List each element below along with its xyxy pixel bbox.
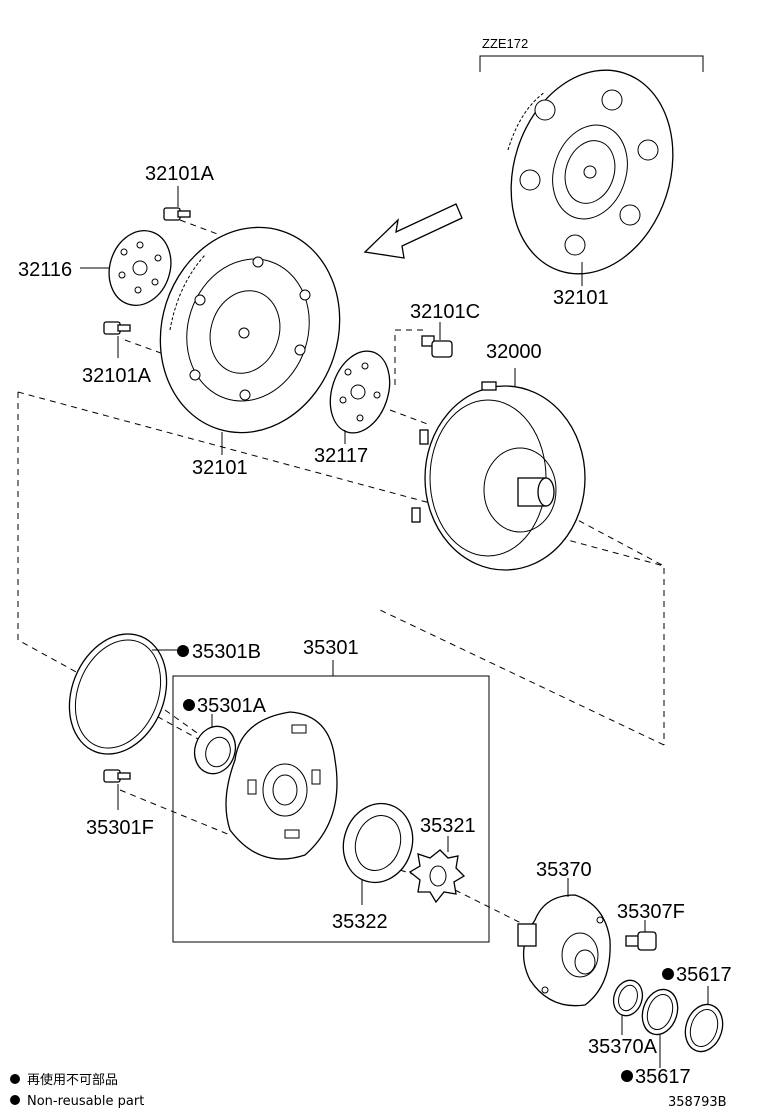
variant-bracket: ZZE172 — [479, 36, 704, 72]
label-35322: 35322 — [332, 911, 388, 933]
label-32101-left: 32101 — [192, 457, 248, 479]
bolt-35307F-drawing — [625, 920, 657, 951]
label-32101A-top: 32101A — [145, 163, 215, 185]
plate-32117-drawing — [329, 350, 391, 444]
diagram-id: 358793B — [668, 1095, 727, 1110]
non-reusable-marker-icon — [621, 1070, 633, 1082]
label-32101A-bottom: 32101A — [82, 365, 152, 387]
gear-35321-drawing — [408, 836, 466, 904]
label-35301B: 35301B — [192, 641, 261, 663]
pump-body-drawing — [225, 711, 338, 860]
label-32117: 32117 — [314, 445, 368, 467]
ring-35617-right-drawing — [684, 986, 724, 1053]
label-32101C: 32101C — [410, 301, 480, 323]
label-35370: 35370 — [536, 859, 592, 881]
label-35617-bottom: 35617 — [635, 1066, 691, 1088]
pump-assembly-box — [172, 660, 490, 943]
label-35301A: 35301A — [197, 695, 267, 717]
bolt-32101A-bottom-drawing — [103, 321, 131, 358]
non-reusable-marker-icon — [177, 645, 189, 657]
label-35321: 35321 — [420, 815, 476, 837]
bolt-35301F-drawing — [103, 769, 131, 810]
gear-35322-drawing — [342, 802, 414, 905]
o-ring-35301B-drawing — [68, 633, 178, 755]
non-reusable-marker-icon — [662, 968, 674, 980]
ring-35370A-drawing — [612, 979, 644, 1035]
label-35617-top: 35617 — [676, 964, 732, 986]
legend-japanese: 再使用不可部品 — [27, 1072, 118, 1088]
torque-converter-drawing — [411, 368, 586, 571]
label-35307F: 35307F — [617, 901, 685, 923]
bolt-32101C-drawing — [421, 322, 453, 358]
legend-english: Non-reusable part — [27, 1094, 144, 1109]
non-reusable-marker-icon — [10, 1074, 20, 1084]
direction-arrow-icon — [363, 203, 463, 259]
seal-35301A-drawing — [193, 714, 237, 775]
label-35301F: 35301F — [86, 817, 154, 839]
legend: 再使用不可部品 Non-reusable part — [10, 1072, 144, 1109]
label-32000: 32000 — [486, 341, 542, 363]
label-32116: 32116 — [18, 259, 72, 281]
bolt-32101A-top-drawing — [163, 186, 191, 221]
variant-label: ZZE172 — [482, 36, 528, 51]
non-reusable-marker-icon — [183, 699, 195, 711]
pump-cover-35370-drawing — [517, 878, 611, 1007]
label-35301: 35301 — [303, 637, 359, 659]
label-32101-right: 32101 — [553, 287, 609, 309]
flywheel-drawing — [159, 226, 341, 455]
ring-35617-middle-drawing — [641, 988, 679, 1068]
plate-32116-drawing — [80, 230, 172, 306]
label-35370A: 35370A — [588, 1036, 658, 1058]
non-reusable-marker-icon — [10, 1095, 20, 1105]
flywheel-variant-drawing — [507, 69, 674, 286]
